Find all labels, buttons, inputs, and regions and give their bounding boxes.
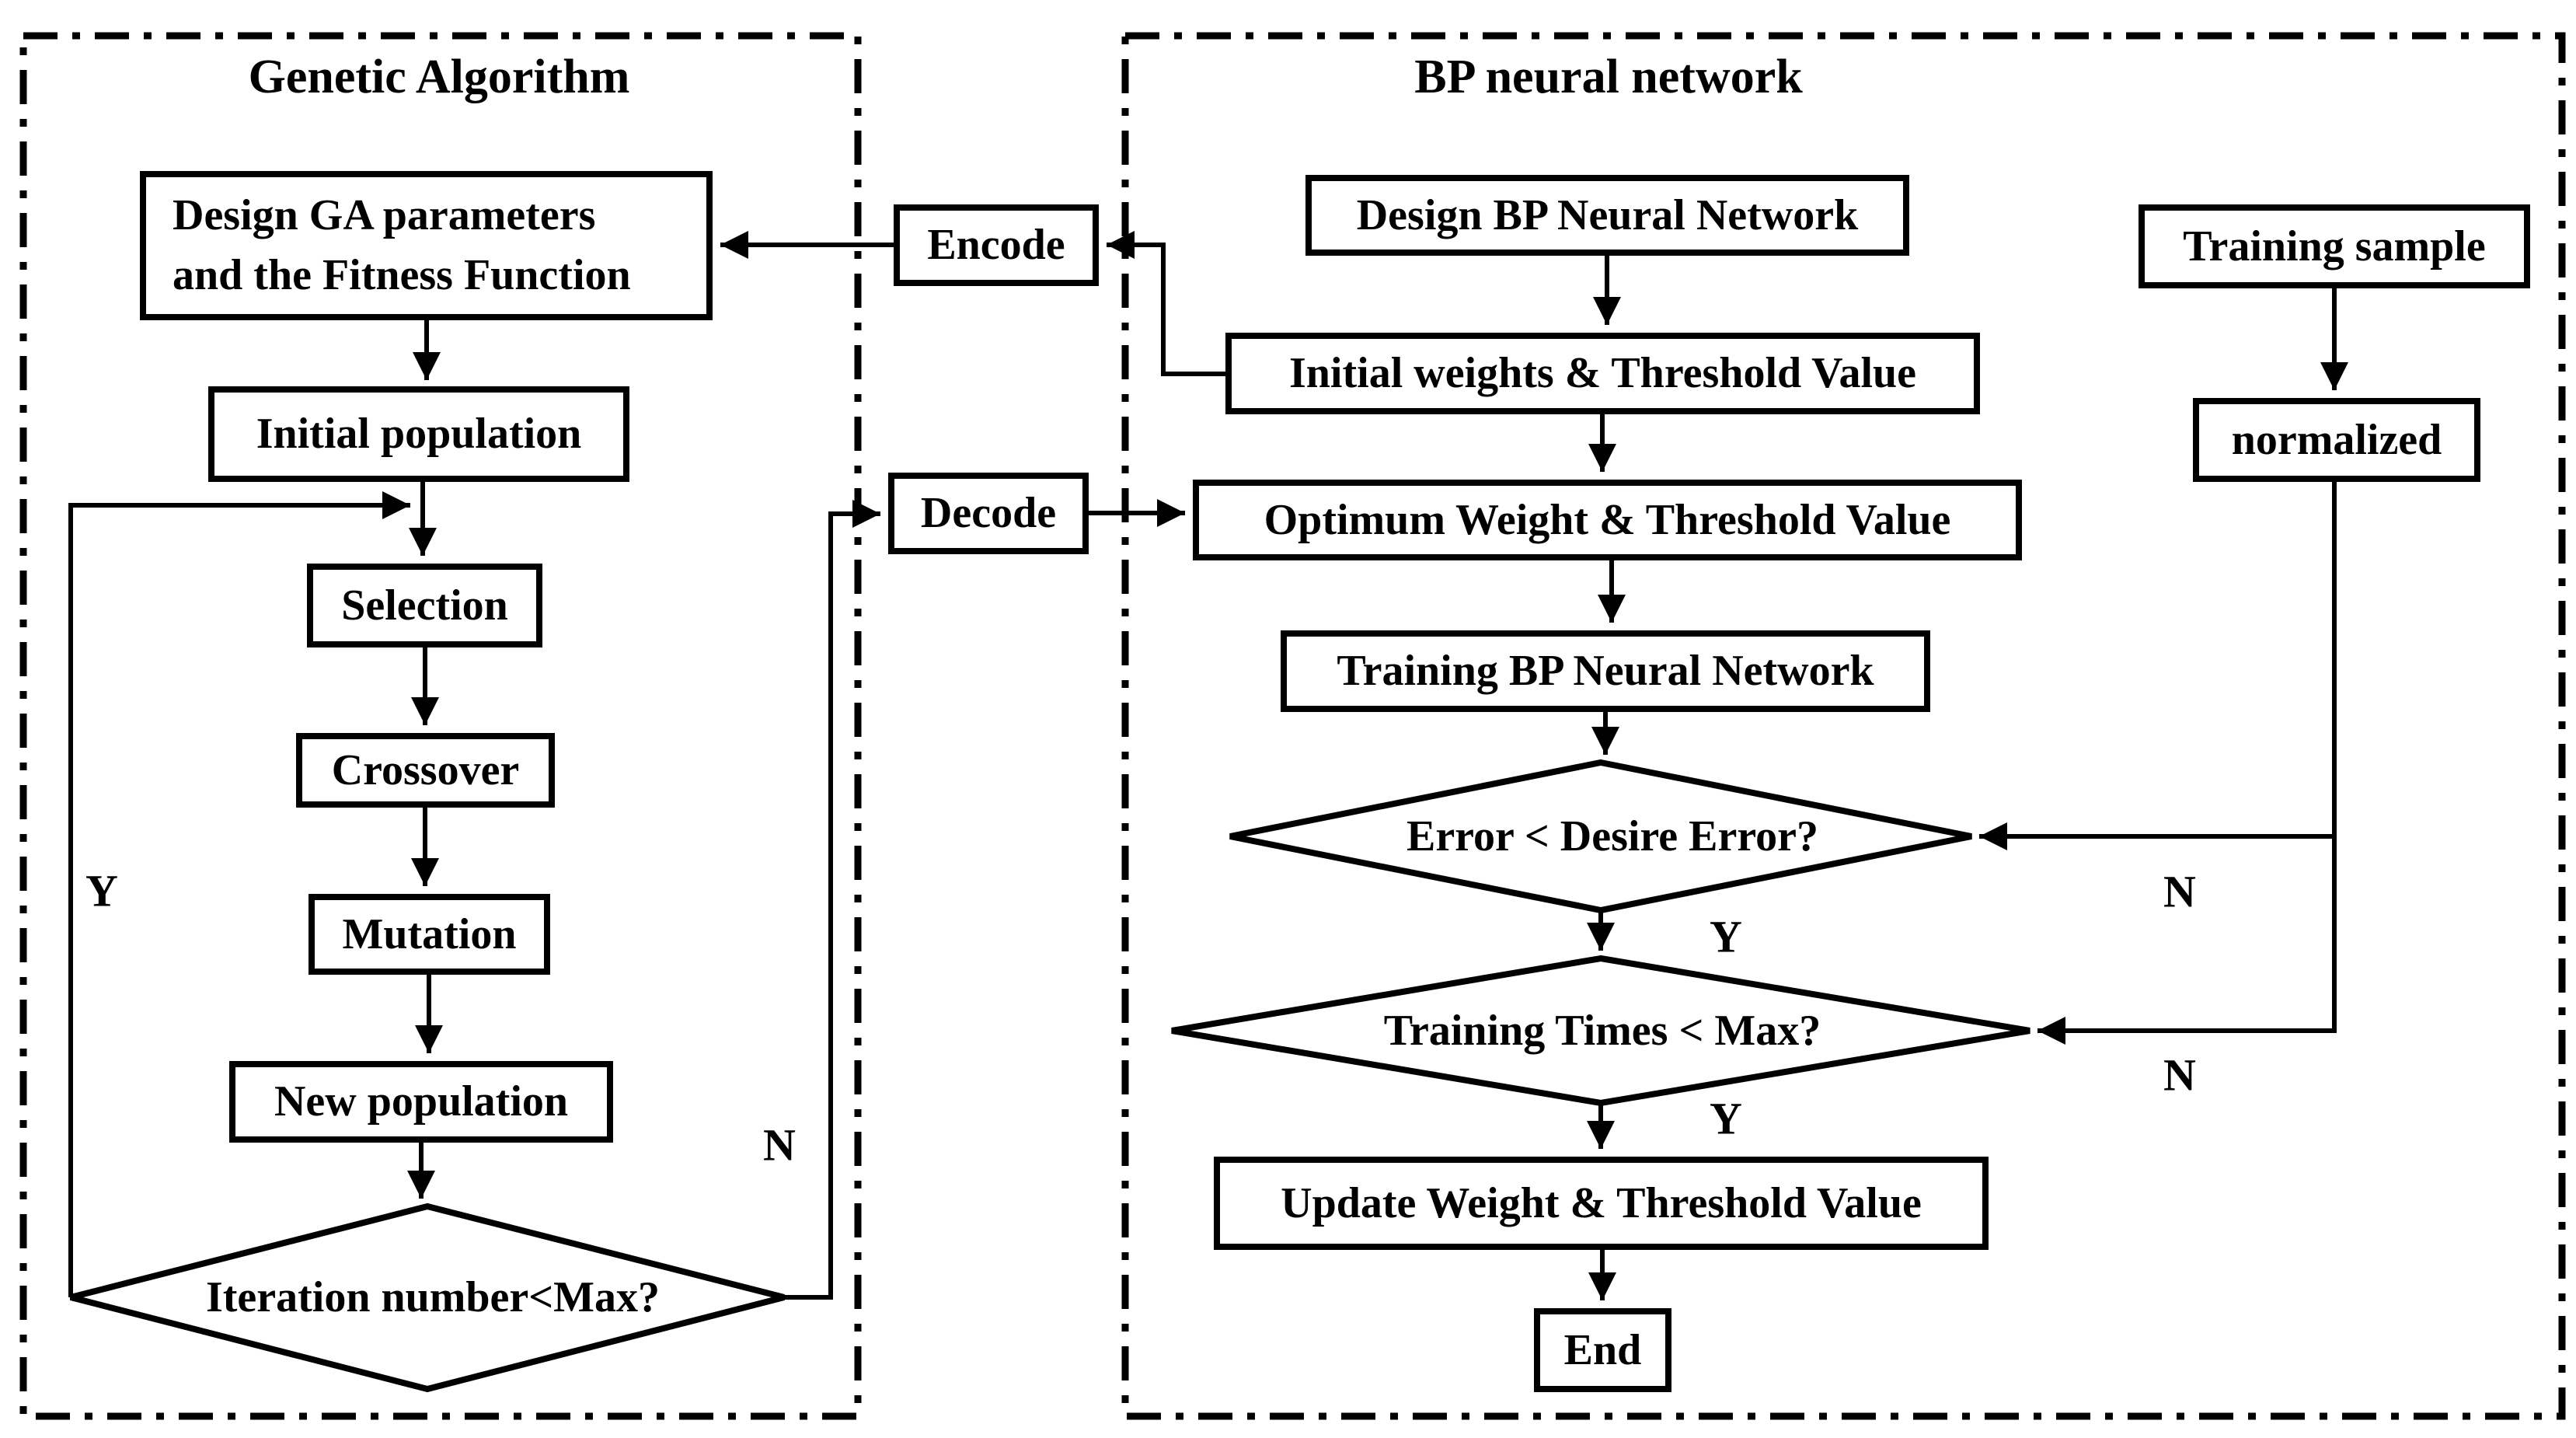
iteration-decision-diamond	[70, 1202, 785, 1393]
times-decision-label: Training Times < Max?	[1383, 1007, 1821, 1055]
training-sample-node: Training sample	[2139, 204, 2530, 288]
mutation-node: Mutation	[308, 894, 550, 975]
iteration-no-label: N	[763, 1119, 796, 1171]
iteration-yes-label: Y	[85, 865, 118, 916]
times-yes-label: Y	[1710, 1093, 1742, 1144]
new-population-node: New population	[229, 1061, 613, 1143]
error-yes-label: Y	[1710, 911, 1742, 962]
normalized-node: normalized	[2193, 398, 2480, 482]
crossover-node: Crossover	[296, 733, 555, 808]
training-bp-node: Training BP Neural Network	[1281, 630, 1930, 712]
normalized-to-times-line	[2037, 482, 2337, 1045]
bp-region-title: BP neural network	[1414, 51, 1803, 103]
initial-population-node: Initial population	[208, 386, 629, 482]
design-ga-line2: and the Fitness Function	[173, 251, 631, 299]
bp-region-border	[1121, 32, 2566, 1420]
encode-node: Encode	[894, 204, 1099, 286]
design-bp-node: Design BP Neural Network	[1305, 175, 1909, 256]
design-ga-node: Design GA parameters and the Fitness Fun…	[140, 171, 713, 320]
end-node: End	[1534, 1308, 1671, 1392]
iteration-decision-label: Iteration number<Max?	[205, 1273, 661, 1321]
times-no-label: N	[2163, 1049, 2196, 1101]
error-no-label: N	[2163, 866, 2196, 917]
iteration-no-to-decode-line	[784, 500, 880, 1300]
ga-region-border	[19, 32, 862, 1420]
design-ga-line1: Design GA parameters	[173, 190, 596, 239]
ga-region-title: Genetic Algorithm	[248, 51, 630, 103]
initial-weights-to-encode-line	[1107, 231, 1225, 376]
error-decision-label: Error < Desire Error?	[1406, 812, 1819, 860]
decode-node: Decode	[888, 473, 1089, 554]
iteration-yes-feedback-line	[68, 491, 410, 1297]
update-weight-node: Update Weight & Threshold Value	[1214, 1157, 1989, 1250]
initial-weights-node: Initial weights & Threshold Value	[1225, 333, 1980, 414]
selection-node: Selection	[307, 564, 542, 647]
optimum-weight-node: Optimum Weight & Threshold Value	[1193, 480, 2022, 560]
